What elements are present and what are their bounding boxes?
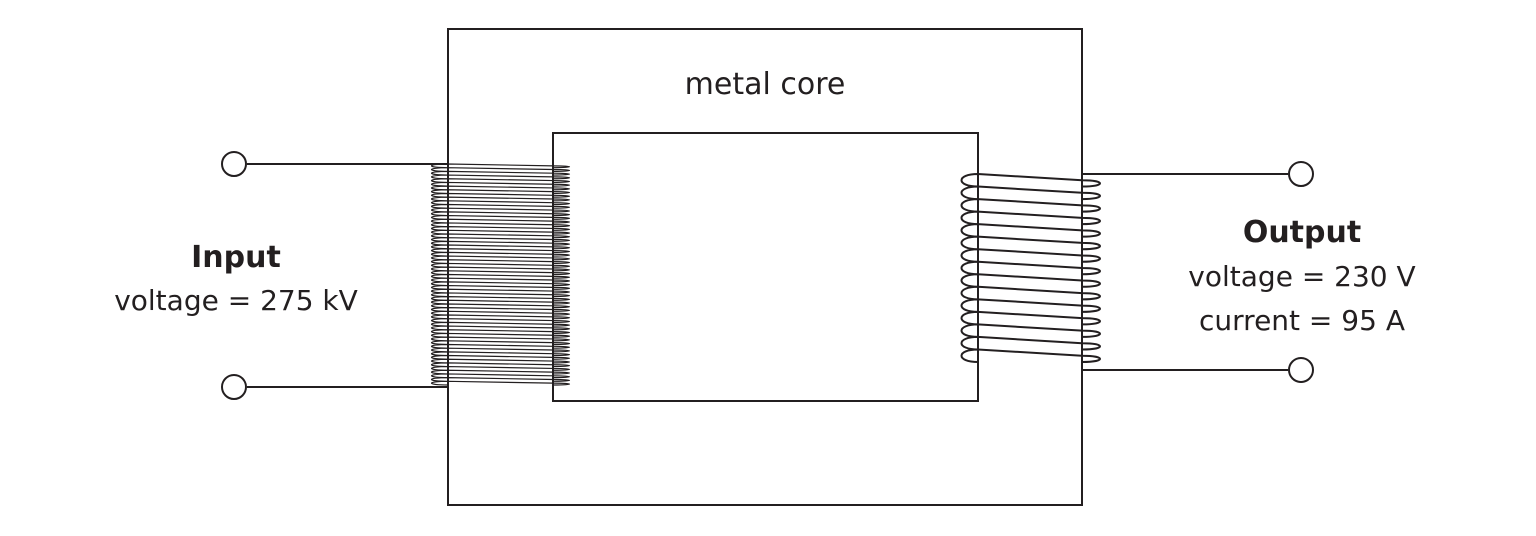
secondary-coil [960,173,1101,363]
secondary-coil-windings [960,173,1101,363]
output-terminal-bottom [1288,357,1314,383]
output-terminal-top [1288,161,1314,187]
core-label: metal core [685,67,846,102]
primary-coil [430,163,571,386]
output-current: current = 95 A [1199,304,1405,337]
input-title: Input [191,240,281,275]
output-title: Output [1243,215,1361,250]
primary-coil-windings [430,163,571,386]
output-voltage: voltage = 230 V [1188,260,1415,293]
input-terminal-top [221,151,247,177]
input-voltage: voltage = 275 kV [114,284,358,317]
input-terminal-bottom [221,374,247,400]
core-inner-window [552,132,979,402]
